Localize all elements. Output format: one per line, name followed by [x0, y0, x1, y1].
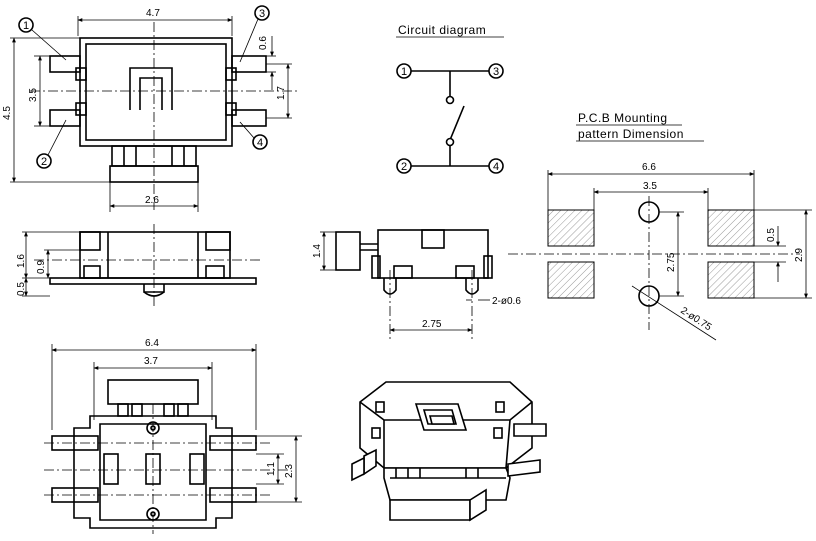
dim-bottom-h2: 2.3 [284, 464, 295, 478]
dim-pcb-height: 2.9 [794, 248, 805, 262]
circuit-pin-3: 3 [493, 66, 499, 78]
dim-front-span: 2.75 [422, 319, 442, 330]
dim-bottom-overall: 6.4 [145, 338, 159, 349]
pcb-pad-4 [707, 261, 755, 299]
circuit-diagram: Circuit diagram 1 3 2 4 [396, 23, 504, 174]
bottom-view: 6.4 3.7 1.1 2.3 [44, 338, 302, 534]
pin-3-callout [254, 5, 270, 21]
dim-pcb-overall: 6.6 [642, 162, 656, 173]
top-view: 4.7 4.5 3.5 0.6 1.7 [2, 5, 300, 212]
pcb-pad-3 [707, 209, 755, 247]
pcb-title-2: pattern Dimension [578, 127, 684, 141]
pcb-pad-1 [547, 209, 595, 247]
side-view: 1.6 0.9 0.5 [16, 224, 260, 306]
dim-side-h2: 0.9 [36, 260, 47, 274]
pin-2-label: 2 [41, 156, 47, 168]
circuit-pin-2: 2 [401, 161, 407, 173]
dim-bottom-inner: 3.7 [144, 356, 158, 367]
dim-top-width: 4.7 [146, 8, 160, 19]
pin-4-label: 4 [257, 137, 263, 149]
dim-pcb-gap: 0.5 [766, 228, 777, 242]
pin-1-callout [18, 17, 34, 33]
isometric-view [351, 381, 547, 522]
pin-4-callout [252, 134, 268, 150]
dim-front-hole: 2-ø0.6 [492, 296, 521, 307]
circuit-pin-1: 1 [401, 66, 407, 78]
dim-front-height: 1.4 [312, 244, 323, 258]
dim-top-height: 4.5 [2, 106, 13, 120]
pin-2-callout [36, 153, 52, 169]
dim-top-pin-width: 0.6 [258, 36, 269, 50]
dim-side-h3: 0.5 [16, 282, 27, 296]
front-view: 1.4 2.75 2-ø0.6 [312, 229, 521, 340]
dim-pcb-span: 2.75 [666, 252, 677, 272]
dim-top-base: 2.6 [145, 195, 159, 206]
pin-1-label: 1 [23, 20, 29, 32]
dim-pcb-inner: 3.5 [643, 181, 657, 192]
circuit-title: Circuit diagram [398, 23, 486, 37]
pcb-pattern: P.C.B Mounting pattern Dimension 6.6 3.5… [508, 111, 812, 341]
dim-top-pitch: 1.7 [276, 86, 287, 100]
dim-bottom-h1: 1.1 [266, 462, 277, 476]
pcb-pad-2 [547, 261, 595, 299]
dim-top-inner: 3.5 [28, 88, 39, 102]
pcb-title-1: P.C.B Mounting [578, 111, 668, 125]
pin-3-label: 3 [259, 8, 265, 20]
circuit-pin-4: 4 [493, 161, 499, 173]
dim-side-h1: 1.6 [16, 254, 27, 268]
